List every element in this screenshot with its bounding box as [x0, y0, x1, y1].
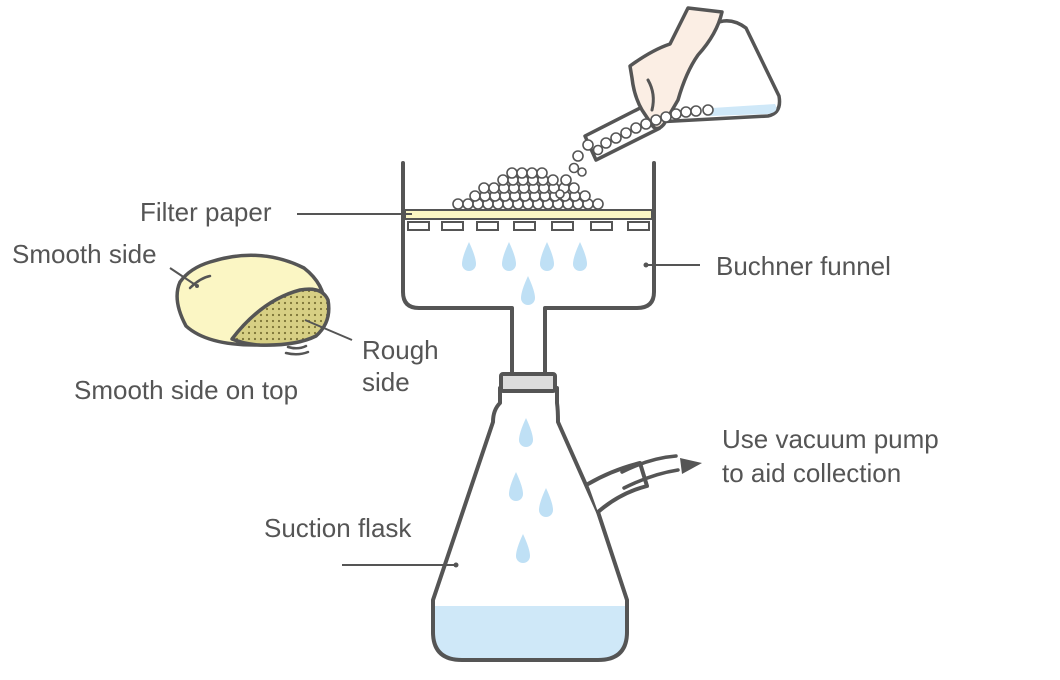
solid-particle: [568, 182, 580, 194]
label-vacuum-line2: to aid collection: [722, 458, 902, 488]
solid-particle: [452, 198, 464, 210]
falling-particle: [568, 162, 580, 174]
solid-particle: [488, 182, 500, 194]
falling-particles: [555, 104, 714, 199]
label-filter-paper: Filter paper: [140, 197, 272, 227]
pouring-hand-and-flask: [555, 6, 782, 199]
solid-particles-pile: [452, 167, 604, 210]
filter-paper-cone: [175, 253, 331, 356]
pouring-flask-liquid: [710, 104, 777, 116]
falling-particle: [572, 150, 584, 162]
vacuum-arrow: [620, 454, 702, 490]
solid-particle: [547, 174, 559, 186]
falling-particle: [555, 189, 565, 199]
solid-particle: [478, 182, 490, 194]
solid-particle: [536, 167, 548, 179]
falling-particle: [660, 111, 672, 123]
rubber-stopper: [499, 372, 557, 393]
label-suction-flask: Suction flask: [264, 513, 412, 543]
falling-particle: [610, 132, 622, 144]
solid-particle: [469, 190, 481, 202]
falling-particle: [630, 122, 642, 134]
solid-particle: [526, 167, 538, 179]
perforated-plate: [407, 221, 650, 231]
paper-rough-face: [230, 287, 331, 347]
falling-particle: [670, 108, 682, 120]
falling-particle: [702, 104, 714, 116]
label-buchner-funnel: Buchner funnel: [716, 251, 891, 281]
motion-lines: [284, 344, 310, 356]
solid-particle: [592, 198, 604, 210]
side-arm: [586, 461, 649, 514]
flask-drops: [509, 418, 553, 563]
label-rough-side-line2: side: [362, 367, 410, 397]
falling-particle: [650, 114, 662, 126]
rough-side-leader: [304, 319, 353, 341]
falling-particle: [640, 118, 652, 130]
flask-liquid: [433, 606, 627, 660]
falling-particle: [592, 144, 604, 156]
falling-particle: [577, 167, 587, 177]
solid-particle: [579, 190, 591, 202]
label-rough-side-line1: Rough: [362, 335, 439, 365]
solid-particle: [516, 167, 528, 179]
falling-particle: [600, 137, 612, 149]
falling-particle: [582, 139, 594, 151]
funnel-body: [401, 161, 656, 376]
falling-particle: [560, 174, 572, 186]
funnel-drops: [462, 242, 587, 305]
label-vacuum-line1: Use vacuum pump: [722, 424, 939, 454]
falling-particle: [690, 105, 702, 117]
flask-body: [431, 386, 629, 662]
solid-particle: [506, 167, 518, 179]
leader-lines: [169, 213, 700, 568]
label-smooth-on-top: Smooth side on top: [74, 375, 299, 405]
falling-particle: [620, 127, 632, 139]
suction-flask: [431, 372, 649, 662]
buchner-funnel: [401, 161, 656, 376]
filter-paper-in-funnel: [404, 209, 653, 220]
label-smooth-side: Smooth side: [12, 239, 157, 269]
falling-particle: [680, 106, 692, 118]
solid-particle: [497, 174, 509, 186]
smooth-side-leader: [169, 267, 198, 287]
